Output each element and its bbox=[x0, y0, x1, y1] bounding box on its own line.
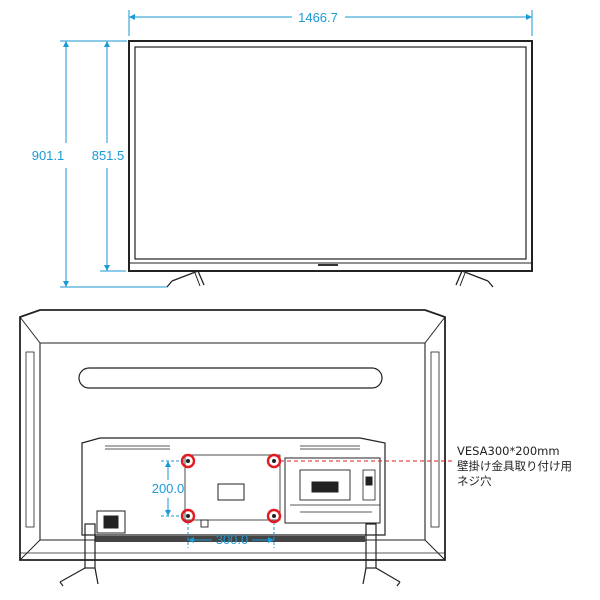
mount-hole-top-left bbox=[180, 453, 196, 469]
rear-left-stand bbox=[59, 523, 99, 587]
front-right-stand bbox=[455, 270, 494, 288]
rear-right-stand bbox=[362, 523, 401, 587]
rear-label bbox=[217, 483, 245, 501]
total-height-label: 901.1 bbox=[32, 148, 65, 163]
rear-electronics-housing bbox=[81, 437, 386, 536]
front-bezel-outer bbox=[128, 40, 533, 272]
power-socket bbox=[96, 510, 126, 534]
front-logo bbox=[318, 264, 338, 266]
vesa-annotation: VESA300*200mm 壁掛け金具取り付け用 ネジ穴 bbox=[457, 444, 599, 489]
vesa-dimensions bbox=[160, 460, 275, 548]
rear-body-outer bbox=[19, 309, 446, 561]
rear-speaker-grille bbox=[95, 536, 365, 542]
width-label: 1466.7 bbox=[298, 10, 338, 25]
panel-height-label: 851.5 bbox=[92, 148, 125, 163]
vesa-plate bbox=[184, 454, 281, 521]
annotation-line-1: VESA300*200mm bbox=[457, 444, 560, 458]
vesa-horizontal-label: 300.0 bbox=[216, 532, 249, 547]
mount-hole-bottom-right bbox=[266, 508, 282, 524]
annotation-line-3: ネジ穴 bbox=[457, 474, 492, 488]
mount-hole-bottom-left bbox=[180, 508, 196, 524]
front-dimensions bbox=[60, 10, 533, 288]
vesa-vertical-label: 200.0 bbox=[152, 481, 185, 496]
annotation-line-2: 壁掛け金具取り付け用 bbox=[457, 459, 572, 473]
rear-view bbox=[19, 309, 446, 561]
front-screen bbox=[134, 46, 527, 260]
connector-panel bbox=[284, 457, 381, 524]
front-left-stand bbox=[166, 270, 205, 288]
vesa-mount-holes bbox=[180, 453, 282, 524]
front-view bbox=[128, 40, 533, 288]
rear-vent-slot bbox=[78, 367, 383, 389]
rear-inner-frame bbox=[39, 342, 426, 541]
